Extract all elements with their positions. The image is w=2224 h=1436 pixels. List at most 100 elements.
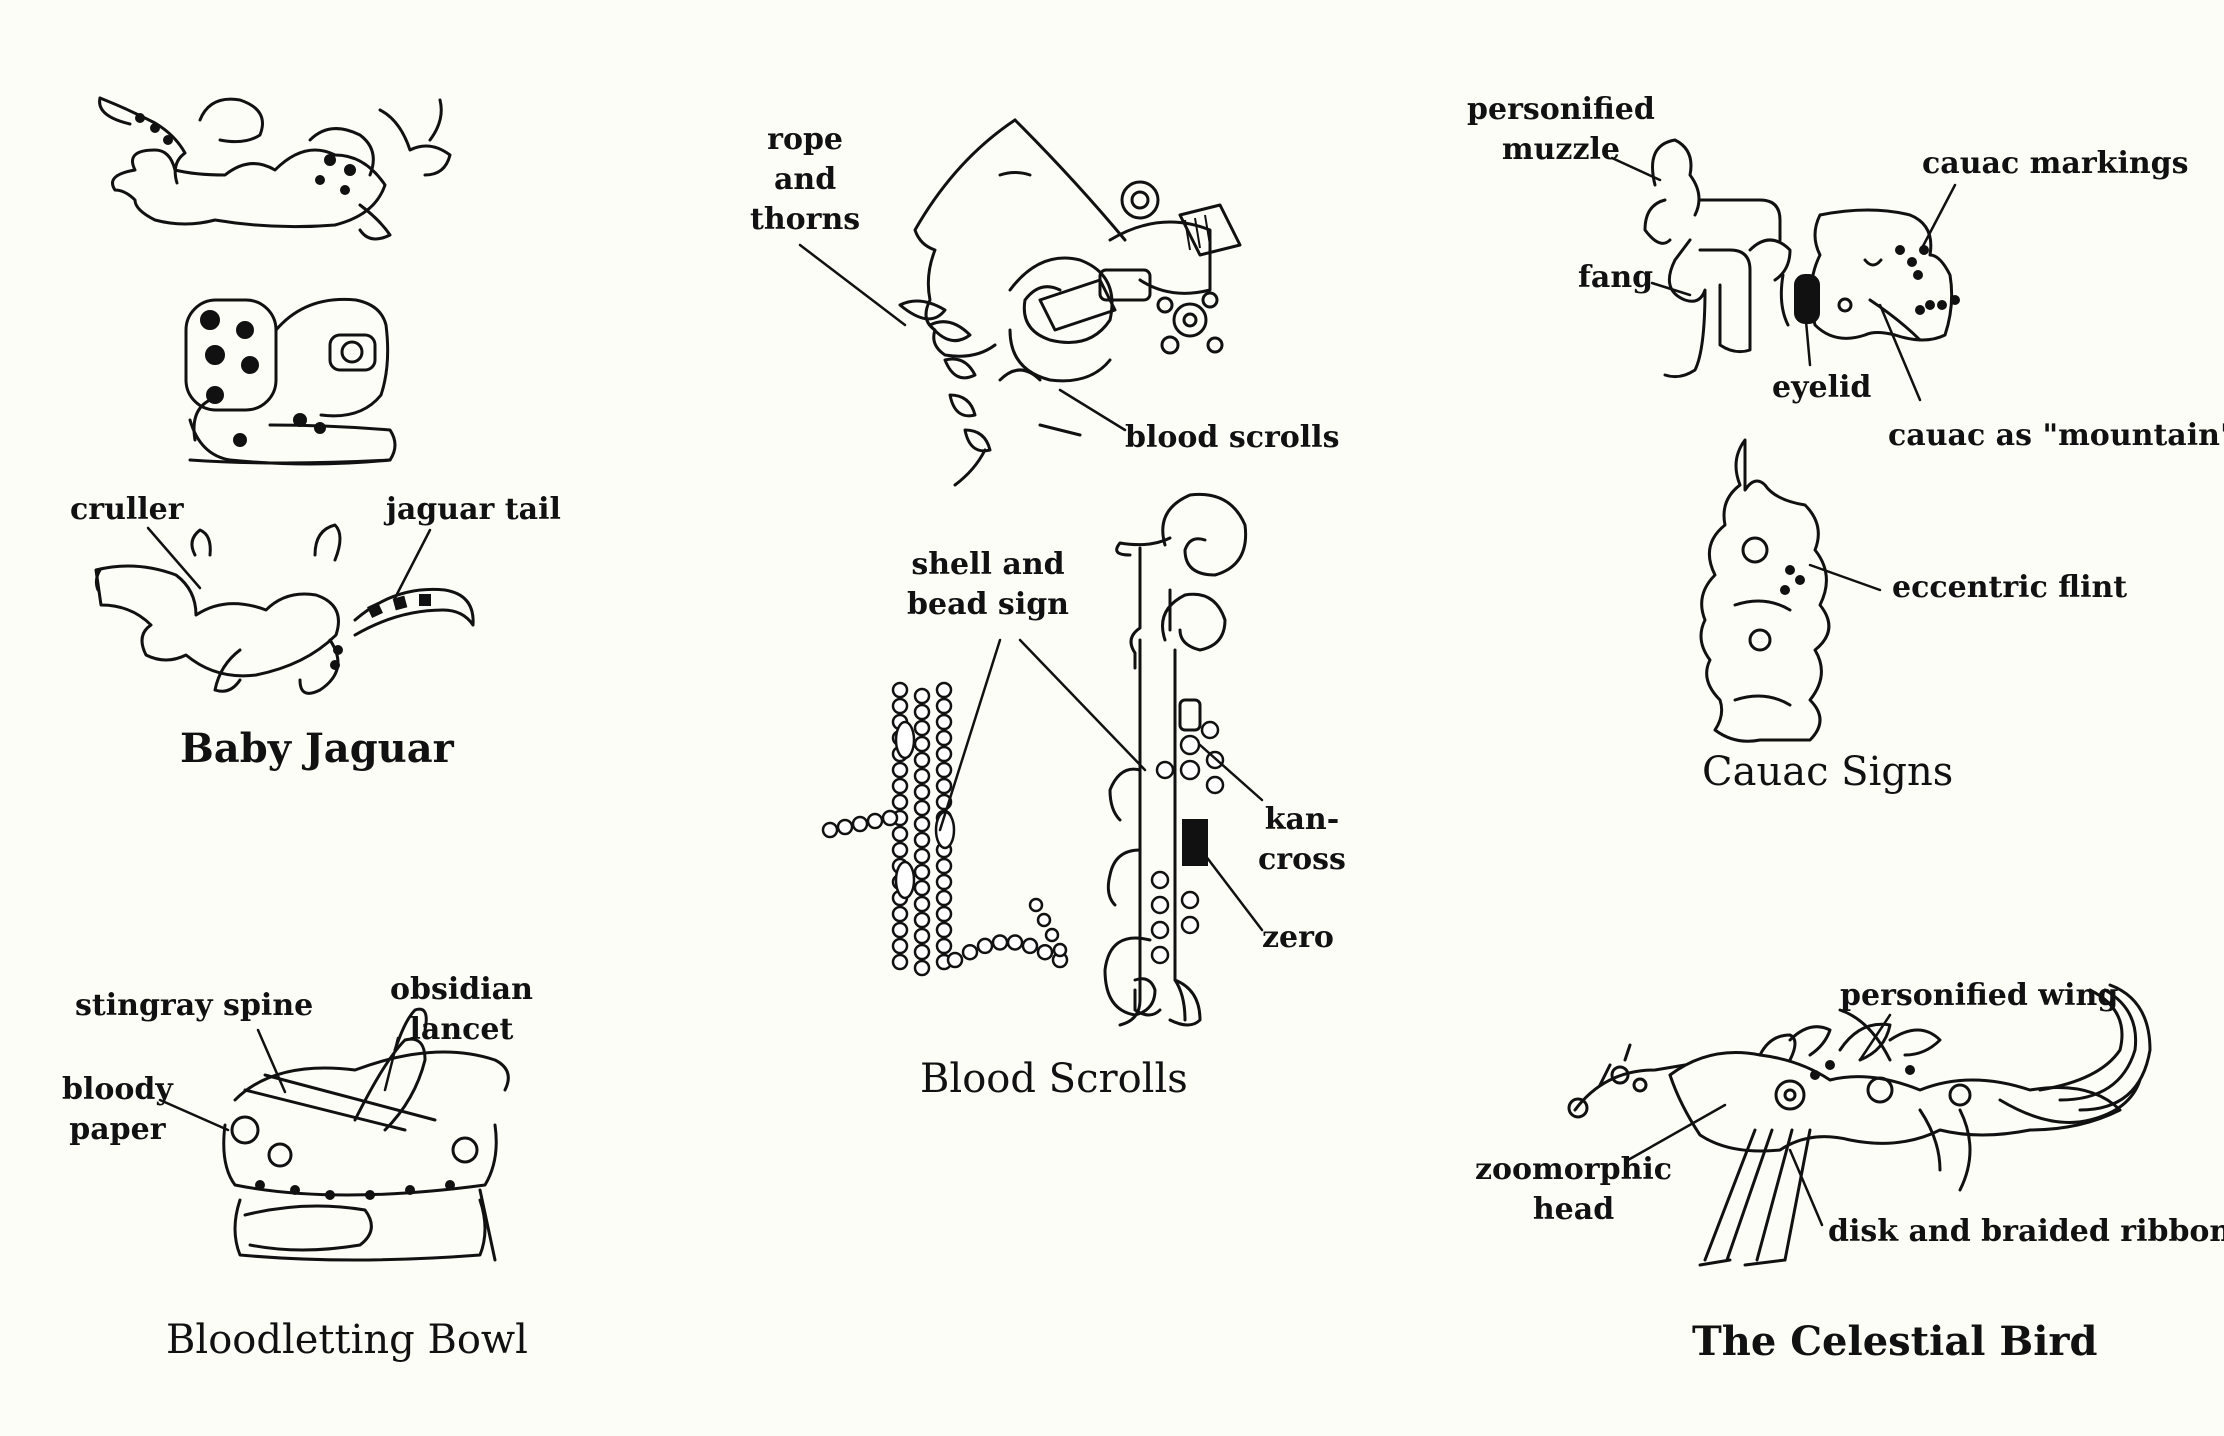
bead <box>935 857 953 875</box>
bead <box>946 951 964 969</box>
bead <box>913 911 931 929</box>
bead <box>1036 912 1052 928</box>
label-jaguar-tail: jaguar tail <box>386 492 561 527</box>
bead <box>891 841 909 859</box>
bead <box>891 953 909 971</box>
leader-bloody-paper <box>158 1098 230 1132</box>
bead <box>935 889 953 907</box>
label-zero: zero <box>1262 920 1334 955</box>
bead <box>913 927 931 945</box>
bead <box>851 815 869 833</box>
bead <box>913 863 931 881</box>
bead <box>913 799 931 817</box>
label-shell-and-bead-sign: shell and bead sign <box>907 547 1069 622</box>
bead <box>1021 937 1039 955</box>
bead <box>976 937 994 955</box>
bead <box>1006 934 1024 951</box>
bead <box>935 697 953 715</box>
leader-blood-scrolls <box>1058 388 1127 432</box>
leader-cauac-markings <box>1920 183 1957 250</box>
leader-cauac-as-mountain <box>1878 303 1922 402</box>
cauac-signs-drawing-top <box>1643 138 1960 379</box>
baby-jaguar-drawing-top <box>98 96 452 241</box>
bead <box>891 937 909 955</box>
label-personified-muzzle: personified muzzle <box>1467 92 1655 167</box>
leader-zero <box>1203 853 1264 932</box>
bead <box>891 681 909 699</box>
title-celestial-bird: The Celestial Bird <box>1692 1318 2098 1365</box>
celestial-bird-drawing <box>1567 983 2152 1267</box>
leader-disk-and-braided-ribbon <box>1788 1148 1824 1227</box>
leader-rope-and-thorns <box>798 243 907 327</box>
bead <box>935 713 953 731</box>
bead <box>913 895 931 913</box>
leader-eccentric-flint <box>1808 563 1882 592</box>
bead <box>913 959 931 977</box>
leader-eyelid <box>1803 308 1812 367</box>
leader-personified-muzzle <box>1610 156 1662 182</box>
bead <box>891 777 909 795</box>
shell <box>894 860 916 900</box>
bead <box>913 815 931 833</box>
label-kan-cross: kan- cross <box>1258 802 1346 877</box>
bead <box>1044 927 1060 943</box>
bead <box>891 793 909 811</box>
bead <box>913 783 931 801</box>
label-eccentric-flint: eccentric flint <box>1892 570 2128 605</box>
bead <box>913 751 931 769</box>
bead <box>913 735 931 753</box>
bead <box>913 687 931 705</box>
bead <box>891 921 909 939</box>
label-cruller: cruller <box>70 492 184 527</box>
title-blood-scrolls: Blood Scrolls <box>920 1056 1188 1102</box>
bead <box>961 943 979 961</box>
label-disk-and-braided-ribbon: disk and braided ribbon <box>1828 1214 2224 1249</box>
bead <box>935 777 953 795</box>
label-eyelid: eyelid <box>1772 370 1872 405</box>
bead <box>1028 897 1044 913</box>
leader-stingray-spine <box>256 1028 287 1094</box>
bead <box>891 697 909 715</box>
leader-personified-wing <box>1858 1013 1892 1062</box>
bead <box>821 821 839 839</box>
bead <box>935 745 953 763</box>
leader-jaguar-tail <box>393 528 432 600</box>
bead <box>836 818 854 836</box>
bead <box>991 934 1009 951</box>
bead <box>866 812 884 830</box>
leader-kan-cross <box>1198 743 1264 802</box>
bead <box>913 879 931 897</box>
bloodletting-bowl-drawing <box>222 1007 510 1262</box>
bead <box>881 809 899 827</box>
bead <box>891 761 909 779</box>
title-cauac-signs: Cauac Signs <box>1702 749 1954 795</box>
bead <box>913 767 931 785</box>
bead <box>913 831 931 849</box>
leader-cruller <box>146 526 202 590</box>
bead <box>935 873 953 891</box>
bead <box>891 905 909 923</box>
bead <box>1036 943 1054 961</box>
bead <box>1052 942 1068 958</box>
bead <box>935 937 953 955</box>
bead <box>913 703 931 721</box>
leader-shell-and-bead-sign-left <box>938 638 1002 832</box>
label-rope-and-thorns: rope and thorns <box>750 122 861 237</box>
label-personified-wing: personified wing <box>1840 978 2119 1013</box>
label-cauac-markings: cauac markings <box>1922 146 2189 181</box>
label-zoomorphic-head: zoomorphic head <box>1475 1152 1673 1227</box>
baby-jaguar-drawing-bottom <box>94 523 475 695</box>
bead <box>913 943 931 961</box>
blood-scrolls-drawing-head <box>898 118 1242 487</box>
blood-scrolls-drawing-right-column <box>1103 492 1248 1027</box>
cauac-signs-drawing-flint <box>1699 438 1831 743</box>
bead <box>935 761 953 779</box>
label-blood-scrolls: blood scrolls <box>1125 420 1340 455</box>
label-obsidian-lancet: obsidian lancet <box>390 972 533 1047</box>
leader-zoomorphic-head <box>1626 1103 1727 1162</box>
baby-jaguar-drawing-middle <box>184 297 397 466</box>
bead <box>935 729 953 747</box>
shell <box>894 720 916 760</box>
bead <box>935 921 953 939</box>
